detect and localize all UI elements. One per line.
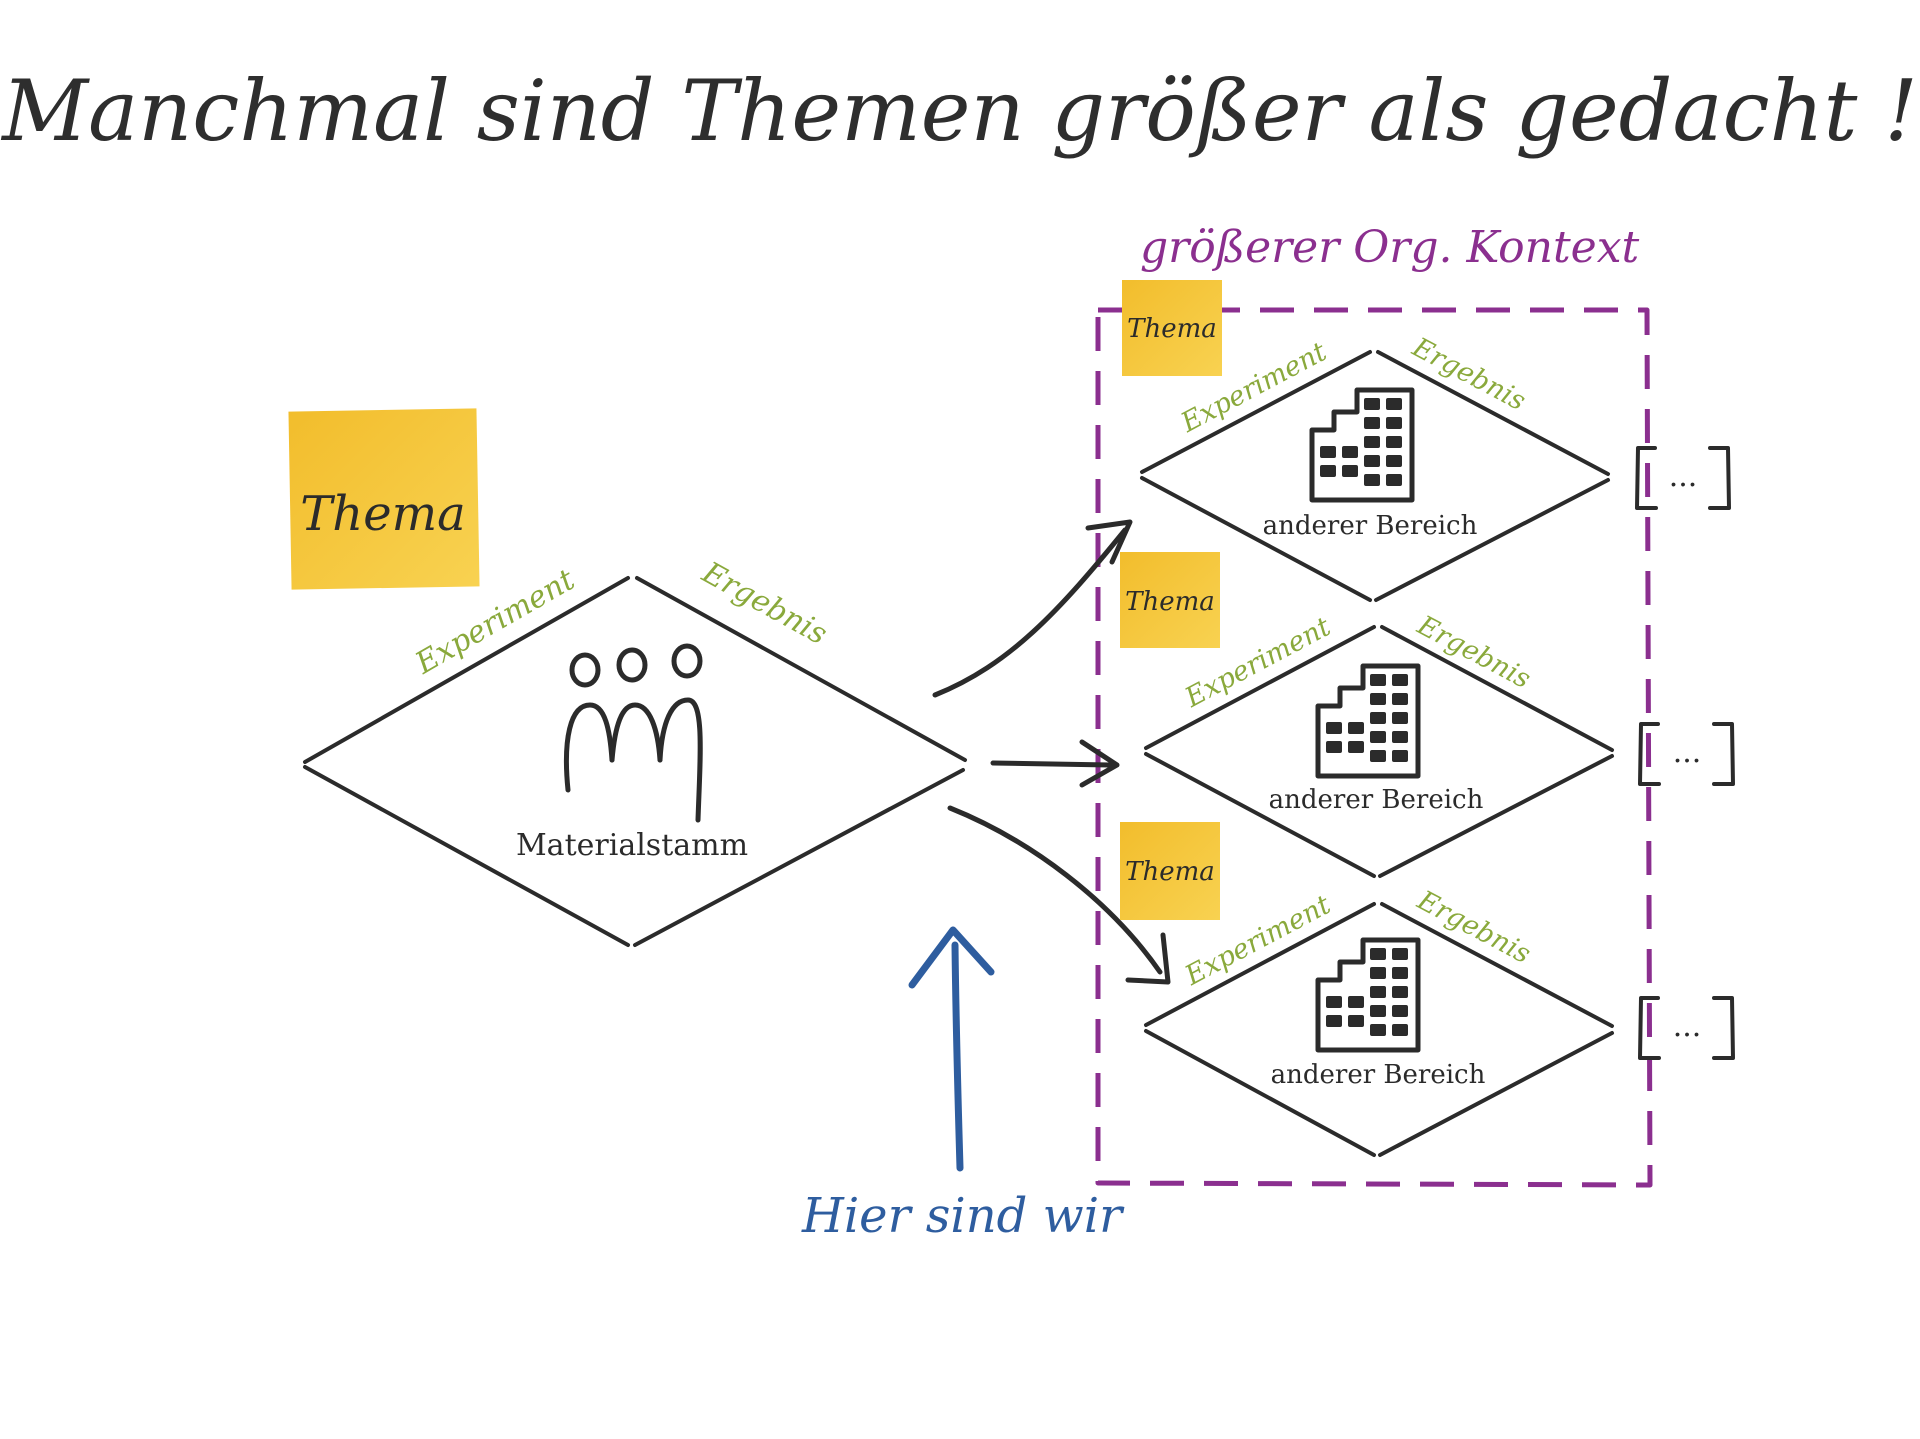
materialstamm-label: Materialstamm xyxy=(516,828,748,863)
here-pointer: Hier sind wir xyxy=(801,926,1125,1244)
here-label: Hier sind wir xyxy=(801,1188,1125,1244)
blue-arrow-icon xyxy=(951,941,964,1172)
sticky-note-label: Thema xyxy=(1125,587,1215,617)
org-context-box xyxy=(1095,307,1653,1188)
bracket-ellipsis: ... xyxy=(1669,459,1698,494)
blue-arrow-head xyxy=(908,926,995,989)
sticky-note-small xyxy=(1120,552,1220,648)
sticky-note-small xyxy=(1122,280,1222,376)
bereich-label: anderer Bereich xyxy=(1271,1060,1486,1090)
ergebnis-label: Ergebnis xyxy=(1407,331,1531,417)
arrow-up-right-head xyxy=(1085,519,1133,565)
arrow-right-head xyxy=(1079,739,1120,788)
sticky-note-small xyxy=(1120,822,1220,920)
bereich-label: anderer Bereich xyxy=(1263,511,1478,541)
bereich-label: anderer Bereich xyxy=(1269,785,1484,815)
people-group-icon xyxy=(563,643,703,823)
bracket-ellipsis: ... xyxy=(1673,1009,1702,1044)
bracket-ellipsis: ... xyxy=(1673,735,1702,770)
ergebnis-label: Ergebnis xyxy=(1412,884,1536,970)
arrow-down-right xyxy=(947,805,1163,975)
ergebnis-label: Ergebnis xyxy=(695,555,832,652)
sticky-note-label: Thema xyxy=(1127,314,1217,344)
ellipsis-bracket: ... xyxy=(1638,996,1735,1060)
sticky-note-label: Thema xyxy=(300,486,465,542)
arrow-down-right-head xyxy=(1125,932,1171,985)
arrow-right xyxy=(990,760,1113,768)
office-building-icon xyxy=(1318,666,1418,776)
arrow-up-right xyxy=(932,527,1128,698)
sticky-note-left: Thema xyxy=(288,408,480,590)
ellipsis-bracket: ... xyxy=(1635,446,1731,510)
ellipsis-bracket: ... xyxy=(1638,722,1735,786)
office-building-icon xyxy=(1318,940,1418,1050)
arrows-to-context xyxy=(932,519,1171,985)
context-label: größerer Org. Kontext xyxy=(1140,222,1640,273)
sticky-note-label: Thema xyxy=(1125,857,1215,887)
context-item-3: Thema Experiment Ergebnis anderer Bereic… xyxy=(1120,822,1735,1157)
diamond-left: Experiment Ergebnis Materialstamm xyxy=(303,555,967,947)
office-building-icon xyxy=(1312,390,1412,500)
page-title: Manchmal sind Themen größer als gedacht … xyxy=(0,62,1918,160)
